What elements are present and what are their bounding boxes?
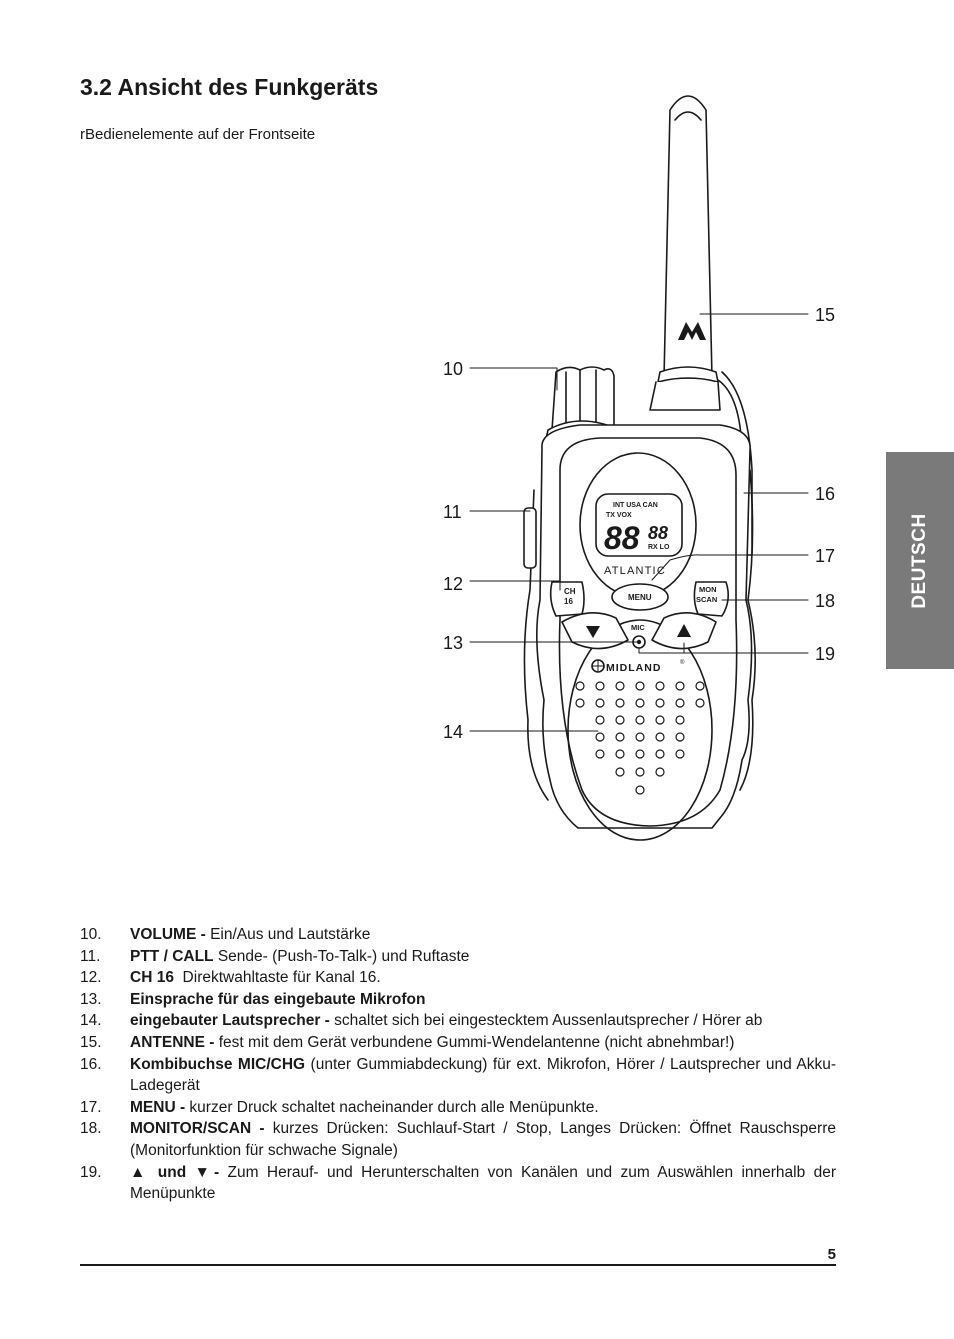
lcd-small-digits: 88	[648, 523, 668, 543]
legend-description: schaltet sich bei eingestecktem Aussenla…	[329, 1012, 763, 1030]
footer-rule	[80, 1264, 836, 1266]
antenna	[663, 95, 713, 379]
legend-description: fest mit dem Gerät verbundene Gummi-Wend…	[214, 1033, 735, 1051]
ch16-label-top: CH	[564, 587, 576, 596]
legend-description: kurzer Druck schaltet nacheinander durch…	[185, 1098, 599, 1116]
menu-button	[611, 583, 669, 611]
up-arrow-icon	[677, 624, 691, 637]
legend-item: 12. CH 16 Direktwahltaste für Kanal 16.	[80, 967, 836, 989]
legend-number: 14.	[80, 1012, 102, 1030]
ptt-side-button	[523, 507, 537, 569]
callout-10: 10	[443, 359, 464, 379]
speaker-oval	[567, 619, 713, 841]
registered-mark: ®	[680, 659, 685, 666]
subtitle: rBedienelemente auf der Frontseite	[80, 126, 316, 143]
legend-number: 15.	[80, 1033, 102, 1051]
brand-name: MIDLAND	[606, 662, 661, 674]
legend-number: 12.	[80, 969, 102, 987]
callout-16: 16	[815, 484, 836, 504]
lcd-big-digits: 88	[604, 520, 640, 556]
legend-term: MONITOR/SCAN -	[130, 1120, 265, 1138]
legend-term: ▲ und ▼-	[130, 1163, 220, 1181]
legend-item: 15. ANTENNE - fest mit dem Gerät verbunde…	[80, 1032, 836, 1054]
mic-label: MIC	[631, 623, 645, 632]
callout-13: 13	[443, 633, 464, 653]
speaker-grille	[575, 681, 705, 795]
legend-description: kurzes Drücken: Suchlauf-Start / Stop, L…	[130, 1120, 836, 1159]
lcd-top-indicators: INT USA CAN	[613, 502, 658, 509]
callout-18: 18	[815, 591, 836, 611]
legend-item: 14. eingebauter Lautsprecher - schaltet s…	[80, 1010, 836, 1032]
lcd-rx-lo: RX LO	[648, 544, 670, 551]
legend-item: 18. MONITOR/SCAN - kurzes Drücken: Suchla…	[80, 1118, 836, 1161]
legend-term: ANTENNE -	[130, 1033, 215, 1051]
legend-number: 17.	[80, 1098, 102, 1116]
callout-12: 12	[443, 574, 464, 594]
legend-number: 19.	[80, 1163, 102, 1181]
legend-number: 16.	[80, 1055, 102, 1073]
mon-scan-button	[693, 581, 730, 617]
callout-17: 17	[815, 546, 836, 566]
language-side-tab: DEUTSCH	[886, 452, 954, 669]
legend-term: Einsprache für das eingebaute Mikrofon	[130, 990, 426, 1008]
page-number: 5	[827, 1246, 836, 1263]
menu-label: MENU	[628, 593, 652, 602]
ch16-label-bottom: 16	[564, 597, 573, 606]
legend-description: Zum Herauf- und Herunterschalten von Kan…	[130, 1163, 836, 1203]
volume-knob	[551, 366, 615, 431]
section-title: 3.2 Ansicht des Funkgeräts	[80, 74, 379, 100]
legend-number: 13.	[80, 990, 102, 1008]
model-name: ATLANTIC	[604, 565, 666, 577]
scan-label: SCAN	[696, 595, 717, 604]
legend-term: eingebauter Lautsprecher -	[130, 1012, 330, 1030]
callout-19: 19	[815, 644, 836, 664]
legend-item: 10. VOLUME - Ein/Aus und Lautstärke	[80, 924, 836, 946]
radio-illustration: INT USA CAN TX VOX 88 88 RX LO ATLANTIC …	[469, 95, 809, 841]
legend-term: PTT / CALL	[130, 947, 214, 965]
legend-item: 17. MENU - kurzer Druck schaltet nacheina…	[80, 1097, 836, 1119]
legend-number: 18.	[80, 1120, 102, 1138]
down-arrow-icon	[586, 626, 600, 638]
legend-term: Kombibuchse MIC/CHG	[130, 1055, 306, 1073]
legend-item: 19. ▲ und ▼- Zum Herauf- und Herunterscha…	[80, 1162, 836, 1205]
callout-lines	[469, 313, 809, 732]
callout-11: 11	[443, 502, 462, 522]
legend-term: CH 16	[130, 969, 174, 987]
callout-15: 15	[815, 305, 836, 325]
legend-item: 11. PTT / CALL Sende- (Push-To-Talk-) und…	[80, 946, 836, 968]
legend-description: Ein/Aus und Lautstärke	[205, 926, 371, 943]
antenna-logo-icon	[678, 322, 706, 340]
legend-description: Direktwahltaste für Kanal 16.	[173, 969, 381, 987]
lcd-tx-vox: TX VOX	[606, 512, 632, 519]
legend-item: 16. Kombibuchse MIC/CHG (unter Gummiabdec…	[80, 1054, 836, 1097]
mon-label: MON	[699, 585, 717, 594]
legend-term: VOLUME -	[130, 926, 206, 943]
callout-14: 14	[443, 722, 464, 742]
legend-term: MENU -	[130, 1098, 186, 1116]
legend-description: Sende- (Push-To-Talk-) und Ruftaste	[213, 947, 470, 965]
legend-number: 11.	[80, 947, 101, 965]
legend-number: 10.	[80, 926, 102, 943]
legend-item: 13. Einsprache für das eingebaute Mikrofo…	[80, 989, 836, 1011]
legend-description: (unter Gummiabdeckung) für ext. Mikrofon…	[130, 1055, 836, 1095]
component-legend: 10. VOLUME - Ein/Aus und Lautstärke 11. PT…	[80, 924, 836, 1205]
lcd-display	[595, 493, 683, 557]
